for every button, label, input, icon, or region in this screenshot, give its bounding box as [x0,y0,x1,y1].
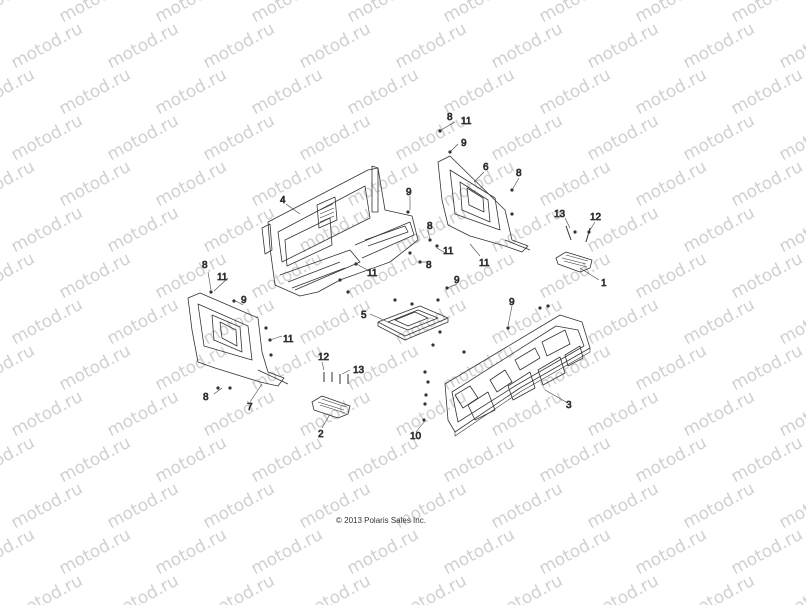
callout-8: 8 [426,260,432,271]
callout-11: 11 [479,258,490,269]
callout-8: 8 [447,112,453,123]
callout-8: 8 [203,392,209,403]
part-7-left-side-panel [187,292,289,387]
part-3-floor-board [444,314,591,437]
callout-9: 9 [454,275,460,286]
part-5-center-plate [377,305,449,341]
callout-8: 8 [202,260,208,271]
part-4-seat-base [261,165,419,297]
fasteners [209,129,591,422]
copyright-notice: © 2013 Polaris Sales Inc. [336,516,426,525]
part-6-right-side-panel [437,155,531,253]
callout-3: 3 [566,400,572,411]
callout-12: 12 [590,212,602,223]
callout-10: 10 [410,431,422,442]
callout-11: 11 [283,334,294,345]
callout-9: 9 [241,295,247,306]
callout-11: 11 [443,246,454,257]
callout-6: 6 [483,162,489,173]
callout-13: 13 [353,365,365,376]
callout-4: 4 [280,195,286,206]
callout-8: 8 [427,221,433,232]
callout-9: 9 [406,187,412,198]
callouts: 8 11 9 6 8 4 9 13 12 8 11 11 8 11 1 8 11… [202,112,608,443]
callout-9: 9 [509,297,515,308]
callout-7: 7 [247,402,253,413]
screws [323,225,591,384]
callout-9: 9 [461,138,467,149]
callout-1: 1 [601,278,607,289]
part-1-right-footrest [555,251,593,273]
leader-lines [207,121,600,433]
callout-13: 13 [554,209,566,220]
callout-11: 11 [461,116,472,127]
callout-2: 2 [318,429,324,440]
callout-8: 8 [516,168,522,179]
callout-11: 11 [367,268,378,279]
callout-5: 5 [361,310,367,321]
callout-12: 12 [318,352,330,363]
callout-11: 11 [217,272,228,283]
part-2-left-footrest [311,395,351,419]
